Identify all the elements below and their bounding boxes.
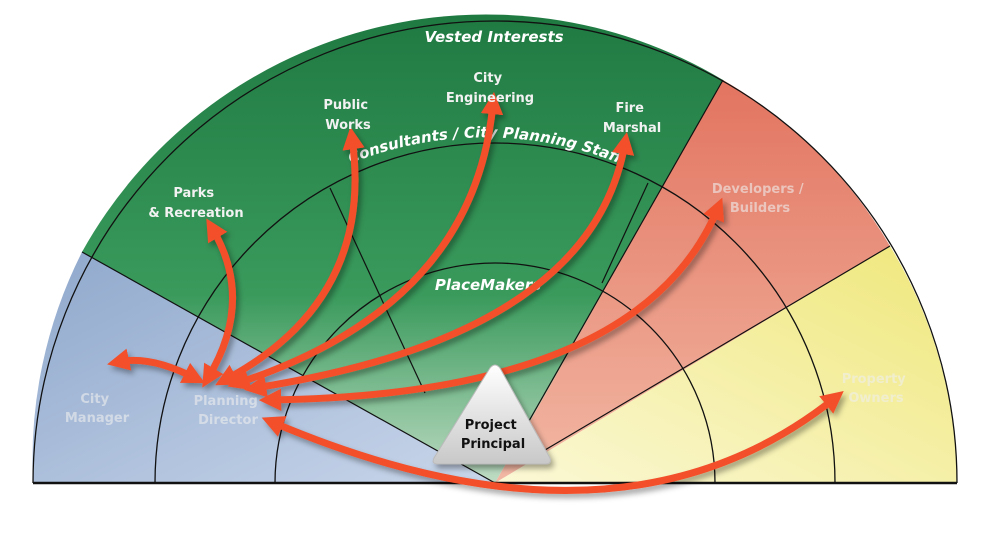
node-labels: City Manager Planning Director Parks & R… [65,71,911,428]
node-property-owners: Property Owners [842,372,911,406]
node-fire-marshal: Fire Marshal [603,101,661,136]
arrow-manager-director [107,348,205,384]
node-parks-recreation: Parks & Recreation [148,186,243,221]
node-city-manager: City Manager [65,392,130,426]
node-public-works: Public Works [323,98,372,133]
relationship-arrows [107,91,844,494]
arrow-owners-director [261,391,844,494]
node-city-engineering: City Engineering [446,71,534,106]
ring-label-vested-interests: Vested Interests [424,28,563,46]
project-principal-triangle [432,364,551,465]
node-developers-builders: Developers / Builders [712,182,808,216]
ring-outer-edge [32,20,958,484]
project-principal-label: Project Principal [461,418,525,452]
node-planning-director: Planning Director [194,394,263,428]
project-principal [432,364,551,465]
